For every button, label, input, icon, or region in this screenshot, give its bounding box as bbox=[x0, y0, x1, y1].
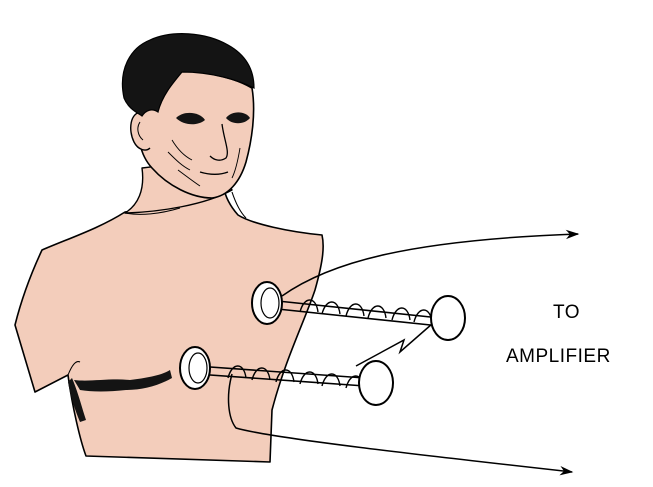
electrode-upper bbox=[251, 281, 466, 341]
armpit-shadow bbox=[68, 378, 86, 422]
lead-wire-upper bbox=[281, 229, 580, 297]
human-figure bbox=[14, 33, 324, 463]
electrode-lower bbox=[179, 346, 394, 406]
electrode-connector bbox=[355, 323, 433, 367]
ear-inner bbox=[137, 121, 144, 141]
electrode-upper-spring bbox=[299, 299, 433, 323]
arm-crease bbox=[67, 361, 81, 376]
torso bbox=[14, 187, 324, 463]
mouth bbox=[199, 171, 229, 175]
electrode-lower-left-disk bbox=[179, 346, 211, 390]
label-to: TO bbox=[553, 302, 581, 323]
left-eye bbox=[176, 112, 205, 125]
ear bbox=[130, 111, 151, 151]
nose bbox=[209, 123, 228, 161]
face-lines bbox=[167, 139, 241, 187]
electrode-lower-spring bbox=[227, 365, 365, 389]
lead-wire-lower bbox=[227, 373, 574, 476]
electrode-upper-rod bbox=[267, 299, 441, 327]
electrode-upper-left-disk-inner bbox=[260, 287, 280, 319]
hair bbox=[121, 33, 255, 117]
electrode-upper-left-disk bbox=[251, 281, 283, 325]
electrode-lower-left-disk-inner bbox=[188, 352, 208, 384]
right-eye bbox=[226, 112, 250, 124]
chest-hair bbox=[74, 370, 172, 392]
electrode-lower-right-disk bbox=[358, 360, 394, 406]
label-amplifier: AMPLIFIER bbox=[506, 346, 611, 367]
electrode-upper-right-disk bbox=[430, 295, 466, 341]
collarbone bbox=[124, 191, 247, 219]
